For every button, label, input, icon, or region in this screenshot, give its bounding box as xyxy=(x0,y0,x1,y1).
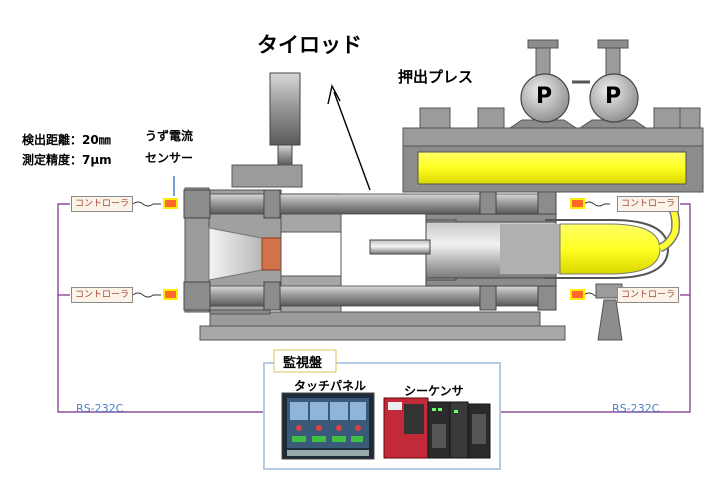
tie-rods xyxy=(183,189,557,311)
controller-bottom-right[interactable]: コントローラ xyxy=(617,287,679,303)
sequencer-label: シーケンサ xyxy=(404,384,464,398)
eddy-sensor-label-line2: センサー xyxy=(145,151,194,165)
touch-panel-device[interactable] xyxy=(281,392,375,460)
sequencer-device[interactable] xyxy=(383,397,491,459)
tie-rod-pointer-arrow xyxy=(327,84,371,191)
controller-top-right[interactable]: コントローラ xyxy=(617,196,679,212)
main-cylinder-housing xyxy=(369,213,670,287)
touch-panel-label: タッチパネル xyxy=(294,379,367,393)
monitoring-panel-label: 監視盤 xyxy=(283,356,323,371)
pump-1 xyxy=(508,39,578,129)
controller-top-left[interactable]: コントローラ xyxy=(71,196,133,212)
eddy-sensor-label-line1: うず電流 xyxy=(145,129,194,143)
eddy-sensor-bottom-right xyxy=(570,289,585,300)
oil-tank xyxy=(402,107,704,193)
sensor-cables xyxy=(132,176,610,298)
tie-rod-label: タイロッド xyxy=(257,33,362,57)
measurement-accuracy-label: 測定精度：7μm xyxy=(22,153,112,167)
eddy-sensor-bottom-left xyxy=(163,289,178,300)
eddy-sensor-top-right xyxy=(570,198,585,209)
eddy-sensor-top-left xyxy=(163,198,178,209)
signal-wiring xyxy=(57,203,691,413)
extrusion-press-label: 押出プレス xyxy=(398,68,474,86)
rs232c-left-label: RS-232C xyxy=(76,402,124,415)
monitoring-panel-tab xyxy=(273,349,337,373)
rs232c-right-label: RS-232C xyxy=(612,402,660,415)
pump-symbol-1: P xyxy=(536,84,553,109)
pump-symbol-2: P xyxy=(605,84,622,109)
controller-bottom-left[interactable]: コントローラ xyxy=(71,287,133,303)
detection-distance-label: 検出距離：20㎜ xyxy=(22,133,111,147)
machine-bed xyxy=(199,305,566,341)
right-support xyxy=(595,283,623,341)
upper-cylinder xyxy=(231,72,303,188)
pump-2 xyxy=(578,39,648,129)
